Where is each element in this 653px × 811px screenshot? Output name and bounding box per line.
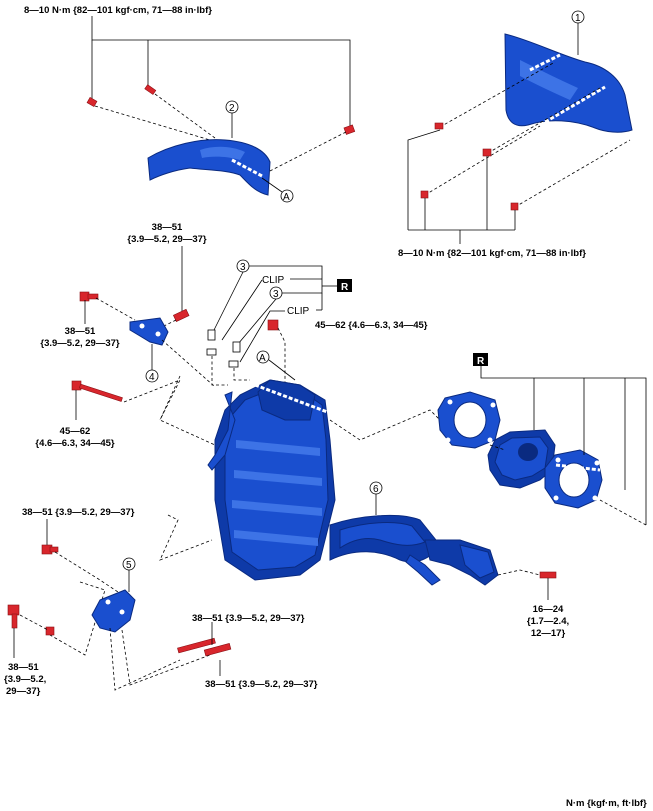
catalytic-converter-part-6 <box>207 379 499 586</box>
bracket-part-5 <box>91 589 136 633</box>
torque-label-bracket-left-1: 38—51 <box>65 326 96 337</box>
torque-label-bracket-upper-1: 38—51 <box>152 222 183 233</box>
svg-text:R: R <box>477 356 485 367</box>
bolt-lower-bracket-top <box>41 544 59 555</box>
clip-2-icon <box>228 341 241 368</box>
svg-text:CLIP: CLIP <box>287 306 310 317</box>
torque-label-lower-short: 38—51 {3.9—5.2, 29—37} <box>205 679 318 690</box>
svg-text:R: R <box>341 282 349 293</box>
bolt-bracket-upper <box>172 308 190 322</box>
torque-label-bracket-upper-2: {3.9—5.2, 29—37} <box>127 234 207 245</box>
torque-label-converter-top: 45—62 {4.6—6.3, 34—45} <box>315 320 428 331</box>
reference-a-top: A <box>261 177 294 203</box>
torque-label-lower-left-2: {3.9—5.2, <box>4 674 46 685</box>
torque-label-lower-left-3: 29—37} <box>6 686 41 697</box>
bolt-exhaust-end <box>539 571 557 579</box>
svg-text:3: 3 <box>273 289 279 300</box>
callout-3-upper: 3 <box>213 259 323 331</box>
bracket-part-4 <box>129 317 169 346</box>
heat-insulator-upper-part-2 <box>147 139 271 196</box>
callout-1: 1 <box>571 10 585 55</box>
callout-3-lower: 3 <box>237 286 323 345</box>
svg-text:CLIP: CLIP <box>262 275 285 286</box>
bolt-lower-long <box>177 637 216 654</box>
torque-label-stud-1: 45—62 <box>60 426 91 437</box>
torque-label-lower-long: 38—51 {3.9—5.2, 29—37} <box>192 613 305 624</box>
svg-text:2: 2 <box>229 103 235 114</box>
svg-text:A: A <box>283 192 290 203</box>
heat-insulator-upper-part-1 <box>504 33 633 133</box>
torque-label-bracket-left-2: {3.9—5.2, 29—37} <box>40 338 120 349</box>
bolt-lower-short <box>203 643 232 657</box>
torque-label-top-right: 8—10 N·m {82—101 kgf·cm, 71—88 in·lbf} <box>398 248 586 259</box>
torque-label-exhaust-3: 12—17} <box>531 628 566 639</box>
clip-1-icon <box>206 329 217 356</box>
bolt-lower-left <box>7 604 55 636</box>
callout-2: 2 <box>225 100 239 138</box>
torque-label-exhaust-2: {1.7—2.4, <box>527 616 569 627</box>
bolt-top-left-3 <box>343 124 356 135</box>
svg-text:1: 1 <box>575 13 581 24</box>
units-note: N·m {kgf·m, ft·lbf} <box>566 798 647 809</box>
bolt-top-right-3 <box>420 190 429 199</box>
replacement-mark-center: R <box>322 279 352 293</box>
svg-text:5: 5 <box>126 560 132 571</box>
clip-label-1: CLIP <box>221 275 322 341</box>
gasket-1 <box>437 391 501 449</box>
svg-text:4: 4 <box>149 372 155 383</box>
svg-text:A: A <box>259 353 266 364</box>
bolt-top-right-2 <box>482 148 492 157</box>
torque-label-exhaust-1: 16—24 <box>533 604 564 615</box>
bolt-top-right-4 <box>510 202 519 211</box>
gasket-2 <box>544 449 603 509</box>
torque-label-stud-2: {4.6—6.3, 34—45} <box>35 438 115 449</box>
torque-label-top-left: 8—10 N·m {82—101 kgf·cm, 71—88 in·lbf} <box>24 5 212 16</box>
torque-group-top-left: 8—10 N·m {82—101 kgf·cm, 71—88 in·lbf} <box>24 5 351 126</box>
bolt-converter-top <box>267 319 279 331</box>
bolt-top-left-1 <box>86 96 98 108</box>
bolt-top-left-2 <box>144 84 157 95</box>
bolt-top-right-1 <box>434 122 444 130</box>
svg-text:6: 6 <box>373 484 379 495</box>
stud-bolt-long <box>71 380 123 402</box>
clip-label-2: CLIP <box>239 293 323 363</box>
bolt-bracket-left <box>79 291 99 302</box>
callout-4: 4 <box>145 344 159 383</box>
callout-5: 5 <box>122 557 136 592</box>
flange-part <box>487 429 556 489</box>
reference-a-center: A <box>256 350 296 381</box>
callout-6: 6 <box>369 481 383 515</box>
torque-label-lower-left-1: 38—51 <box>8 662 39 673</box>
torque-label-lower-bracket-top: 38—51 {3.9—5.2, 29—37} <box>22 507 135 518</box>
svg-text:3: 3 <box>240 262 246 273</box>
replacement-mark-right: R <box>473 353 647 525</box>
